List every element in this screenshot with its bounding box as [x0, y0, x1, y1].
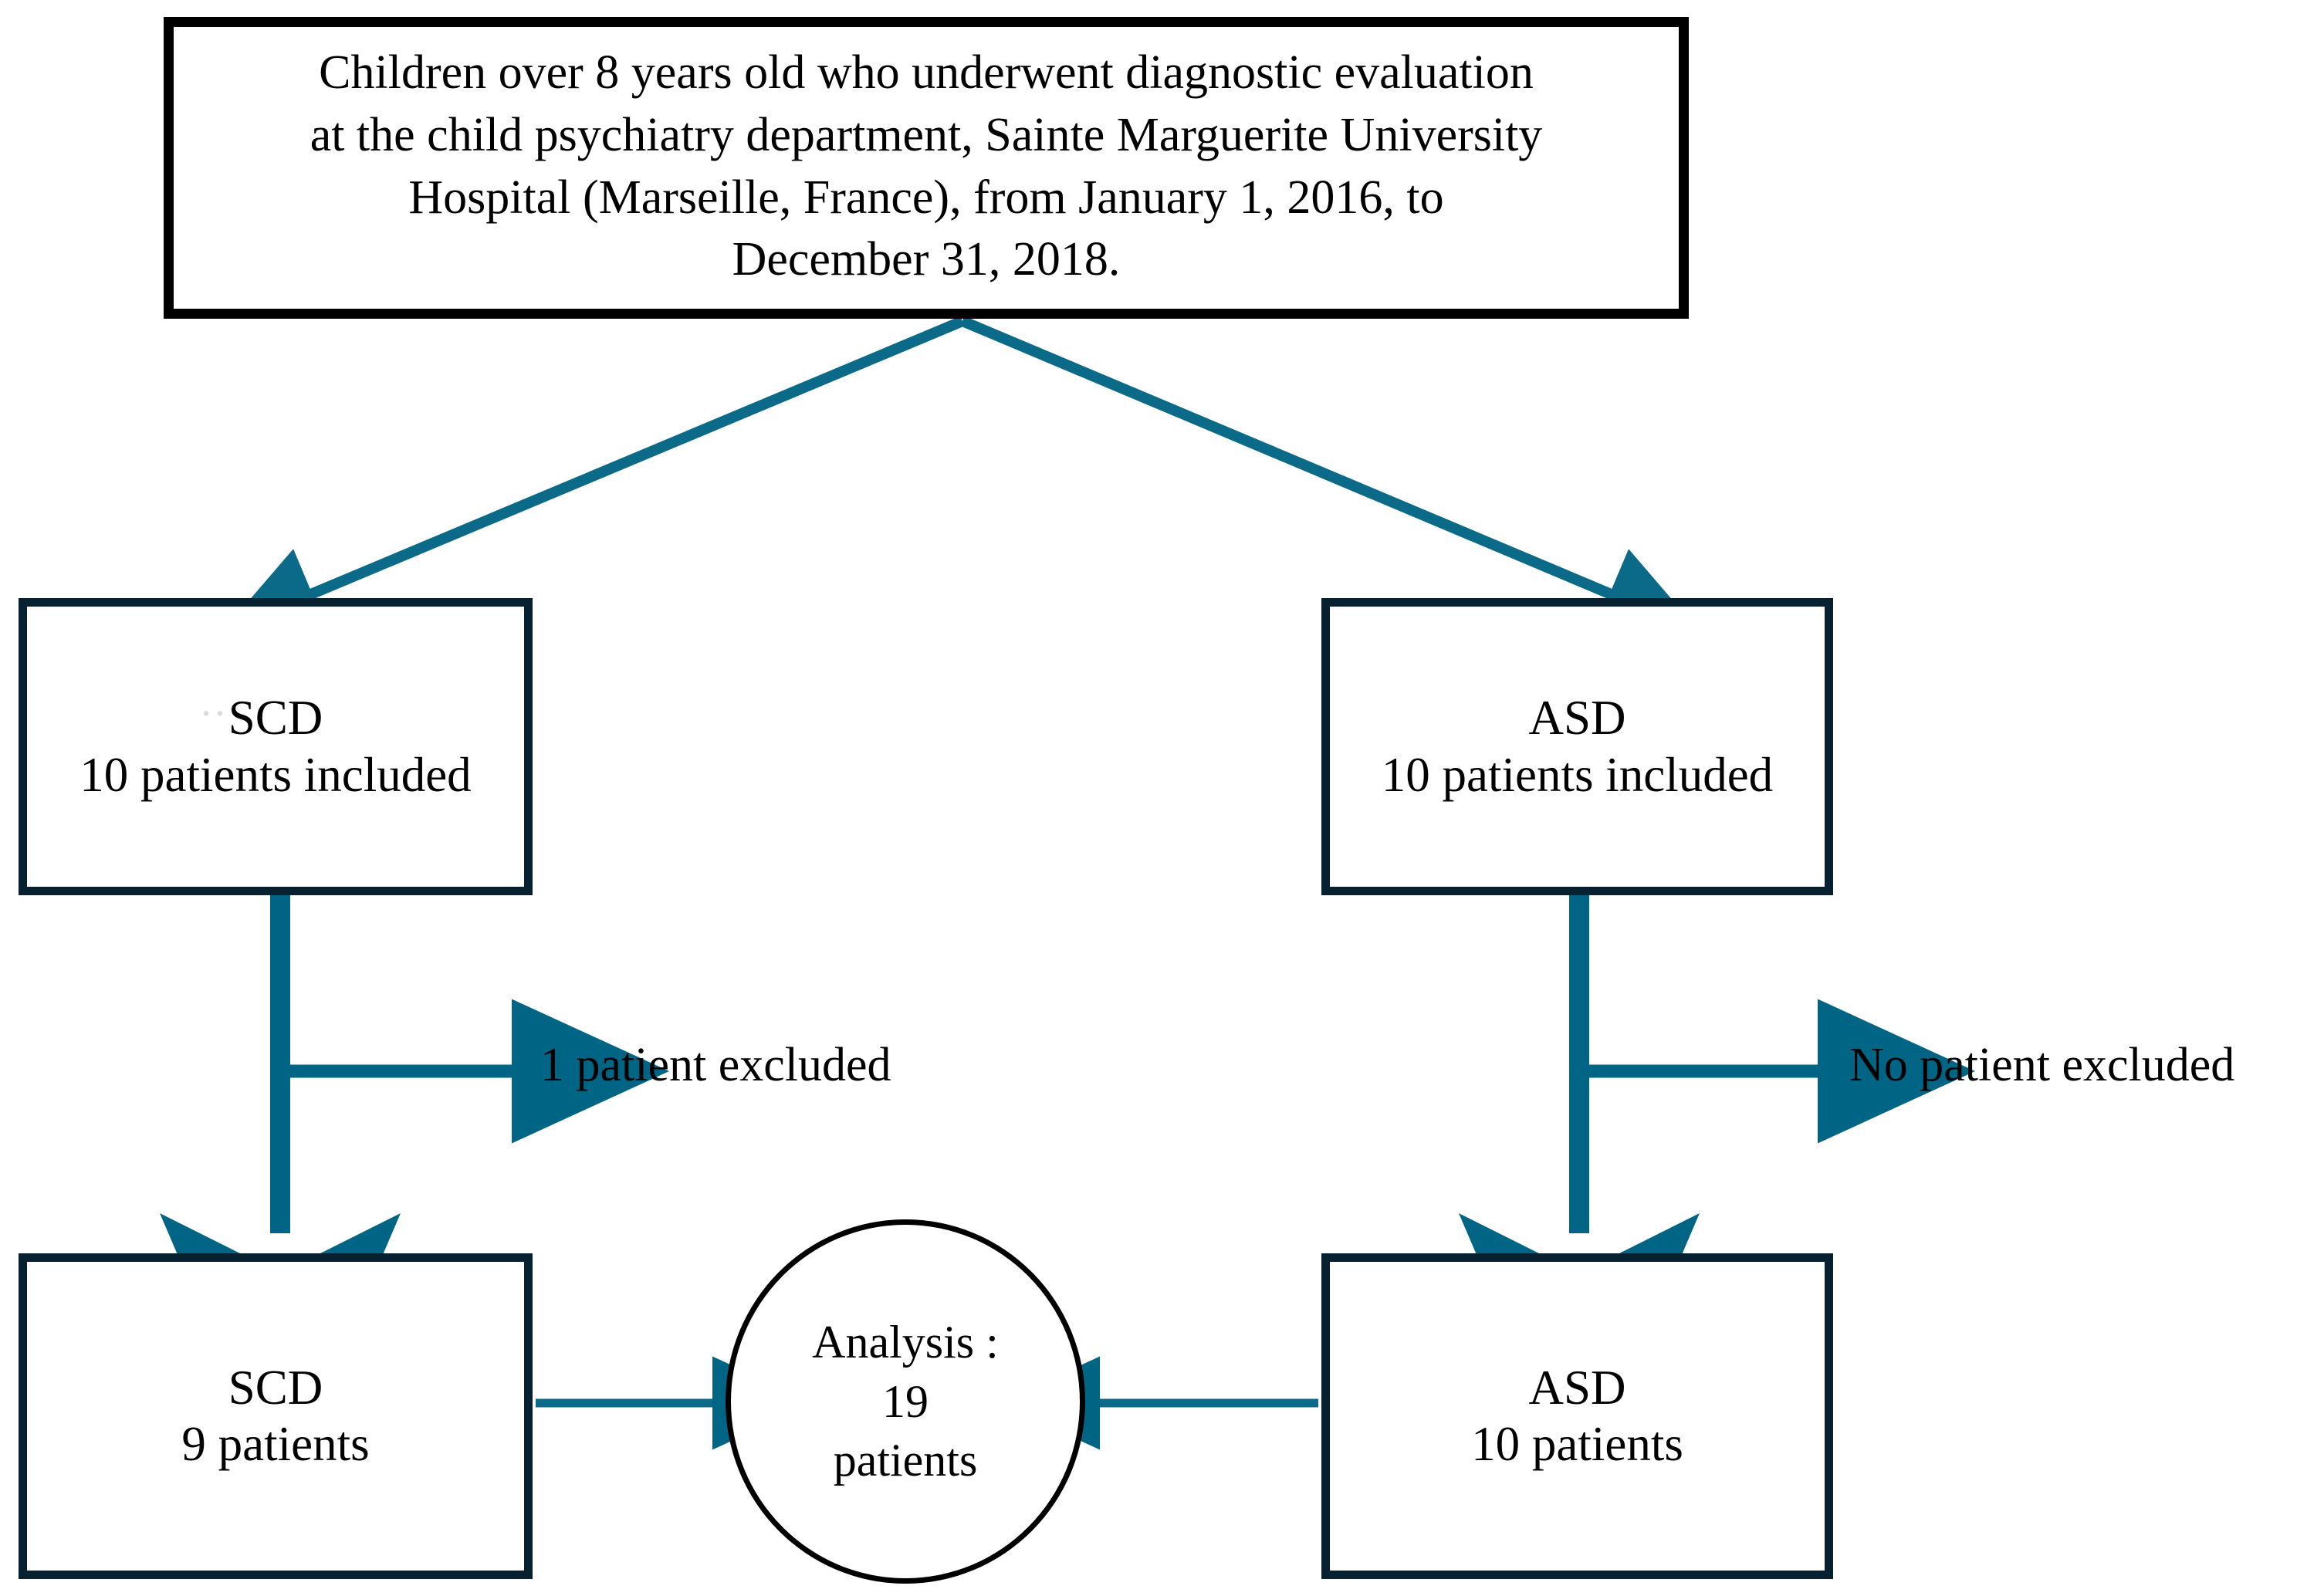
scd-exclusion-label: 1 patient excluded	[540, 1039, 891, 1091]
scd-vertical-connector	[160, 895, 669, 1494]
analysis-label: Analysis :	[812, 1316, 999, 1368]
asd-included-count: 10 patients included	[1381, 747, 1774, 802]
scd-included-count: 10 patients included	[79, 747, 472, 802]
source-line-4: December 31, 2018.	[732, 233, 1121, 286]
asd-included-group-name: ASD	[1528, 691, 1626, 746]
split-arrow-left	[222, 316, 965, 639]
source-line-3: Hospital (Marseille, France), from Janua…	[408, 171, 1444, 224]
source-line-1: Children over 8 years old who underwent …	[319, 46, 1534, 100]
scd-final-group-name: SCD	[228, 1360, 323, 1415]
source-line-2: at the child psychiatry department, Sain…	[310, 108, 1543, 161]
source-population-box: Children over 8 years old who underwent …	[164, 17, 1689, 319]
asd-included-box: ASD 10 patients included	[1321, 598, 1833, 895]
analysis-unit: patients	[833, 1435, 978, 1486]
analysis-circle: Analysis : 19 patients	[726, 1219, 1085, 1584]
split-arrow-right	[960, 316, 1700, 639]
asd-exclusion-label: No patient excluded	[1849, 1039, 2235, 1091]
scd-included-group-name: SCD	[228, 691, 323, 746]
scd-final-count: 9 patients	[181, 1417, 370, 1471]
asd-final-group-name: ASD	[1528, 1360, 1626, 1415]
analysis-count: 19	[882, 1375, 929, 1427]
asd-vertical-connector	[1459, 895, 1975, 1494]
scd-final-box: SCD 9 patients	[19, 1253, 533, 1579]
asd-final-box: ASD 10 patients	[1321, 1253, 1833, 1579]
scd-included-box: SCD 10 patients included	[19, 598, 533, 895]
asd-final-count: 10 patients	[1471, 1417, 1683, 1471]
